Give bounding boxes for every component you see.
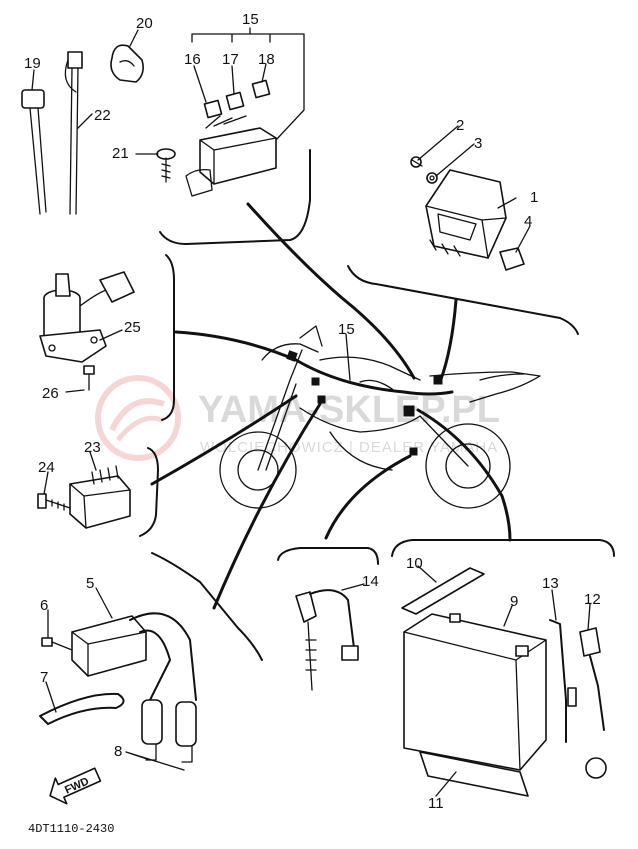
- callout-7: 7: [40, 669, 48, 686]
- watermark-sub: WOLCIECHOWICZ | DEALER YAMAHA: [200, 439, 498, 456]
- callout-4: 4: [524, 213, 532, 230]
- leader-lines: [31, 27, 591, 797]
- part-17-fuse: [225, 91, 245, 111]
- part-3-washer: [426, 172, 438, 184]
- part-23-relay: [69, 465, 131, 529]
- part-25-main-switch: [39, 271, 135, 363]
- callout-22: 22: [94, 107, 111, 124]
- callout-16: 16: [184, 51, 201, 68]
- part-5-ignition-coil: [71, 612, 197, 701]
- callout-24: 24: [38, 459, 55, 476]
- part-7-band: [39, 692, 125, 725]
- part-14-sensor: [295, 589, 359, 691]
- part-6-bolt: [41, 637, 73, 651]
- watermark-logo-icon: [95, 375, 181, 461]
- part-11-battery-pad: [419, 751, 529, 797]
- callout-15-harness: 15: [338, 321, 355, 338]
- callout-9: 9: [510, 593, 518, 610]
- callout-10: 10: [406, 555, 423, 572]
- callout-labels: 1 2 3 4 5 6 7 8 9 10 11 12 13 14 15 15 1…: [24, 11, 601, 812]
- part-4-damper: [499, 247, 525, 271]
- callout-8: 8: [114, 743, 122, 760]
- forward-arrow-icon: FWD: [49, 767, 102, 805]
- callout-14: 14: [362, 573, 379, 590]
- callout-17: 17: [222, 51, 239, 68]
- part-22-cable-tie: [64, 51, 83, 215]
- callout-19: 19: [24, 55, 41, 72]
- watermark-main: YAMA-SKLEP.PL: [198, 389, 500, 431]
- wire-harness: [150, 202, 512, 610]
- callout-23: 23: [84, 439, 101, 456]
- part-15-fuse-box: [185, 115, 277, 197]
- drawing-code: 4DT1110-2430: [28, 822, 114, 836]
- callout-15-top: 15: [242, 11, 259, 28]
- part-1-control-unit: [425, 169, 507, 259]
- callout-2: 2: [456, 117, 464, 134]
- part-13-cable: [549, 619, 577, 743]
- callout-3: 3: [474, 135, 482, 152]
- group-brackets: [139, 149, 615, 661]
- callout-25: 25: [124, 319, 141, 336]
- part-24-bolt: [37, 493, 71, 511]
- part-8-spark-plug-cap: [141, 699, 197, 763]
- callout-12: 12: [584, 591, 601, 608]
- part-16-fuse: [203, 99, 223, 119]
- part-12-relay: [579, 627, 607, 779]
- part-9-battery: [403, 613, 547, 771]
- part-26-screw: [83, 365, 95, 391]
- callout-6: 6: [40, 597, 48, 614]
- callout-13: 13: [542, 575, 559, 592]
- part-10-bracket: [401, 567, 485, 615]
- part-21-screw: [156, 148, 176, 183]
- part-19-connector: [21, 89, 47, 215]
- callout-5: 5: [86, 575, 94, 592]
- callout-11: 11: [428, 795, 444, 812]
- callout-21: 21: [112, 145, 129, 162]
- fwd-label: FWD: [63, 775, 91, 796]
- callout-1: 1: [530, 189, 538, 206]
- part-18-fuse: [251, 79, 271, 99]
- watermark: YAMA-SKLEP.PL WOLCIECHOWICZ | DEALER YAM…: [95, 375, 500, 461]
- part-20-holder: [110, 44, 144, 83]
- callout-20: 20: [136, 15, 153, 32]
- callout-26: 26: [42, 385, 59, 402]
- motorcycle-outline-icon: [219, 325, 541, 509]
- callout-18: 18: [258, 51, 275, 68]
